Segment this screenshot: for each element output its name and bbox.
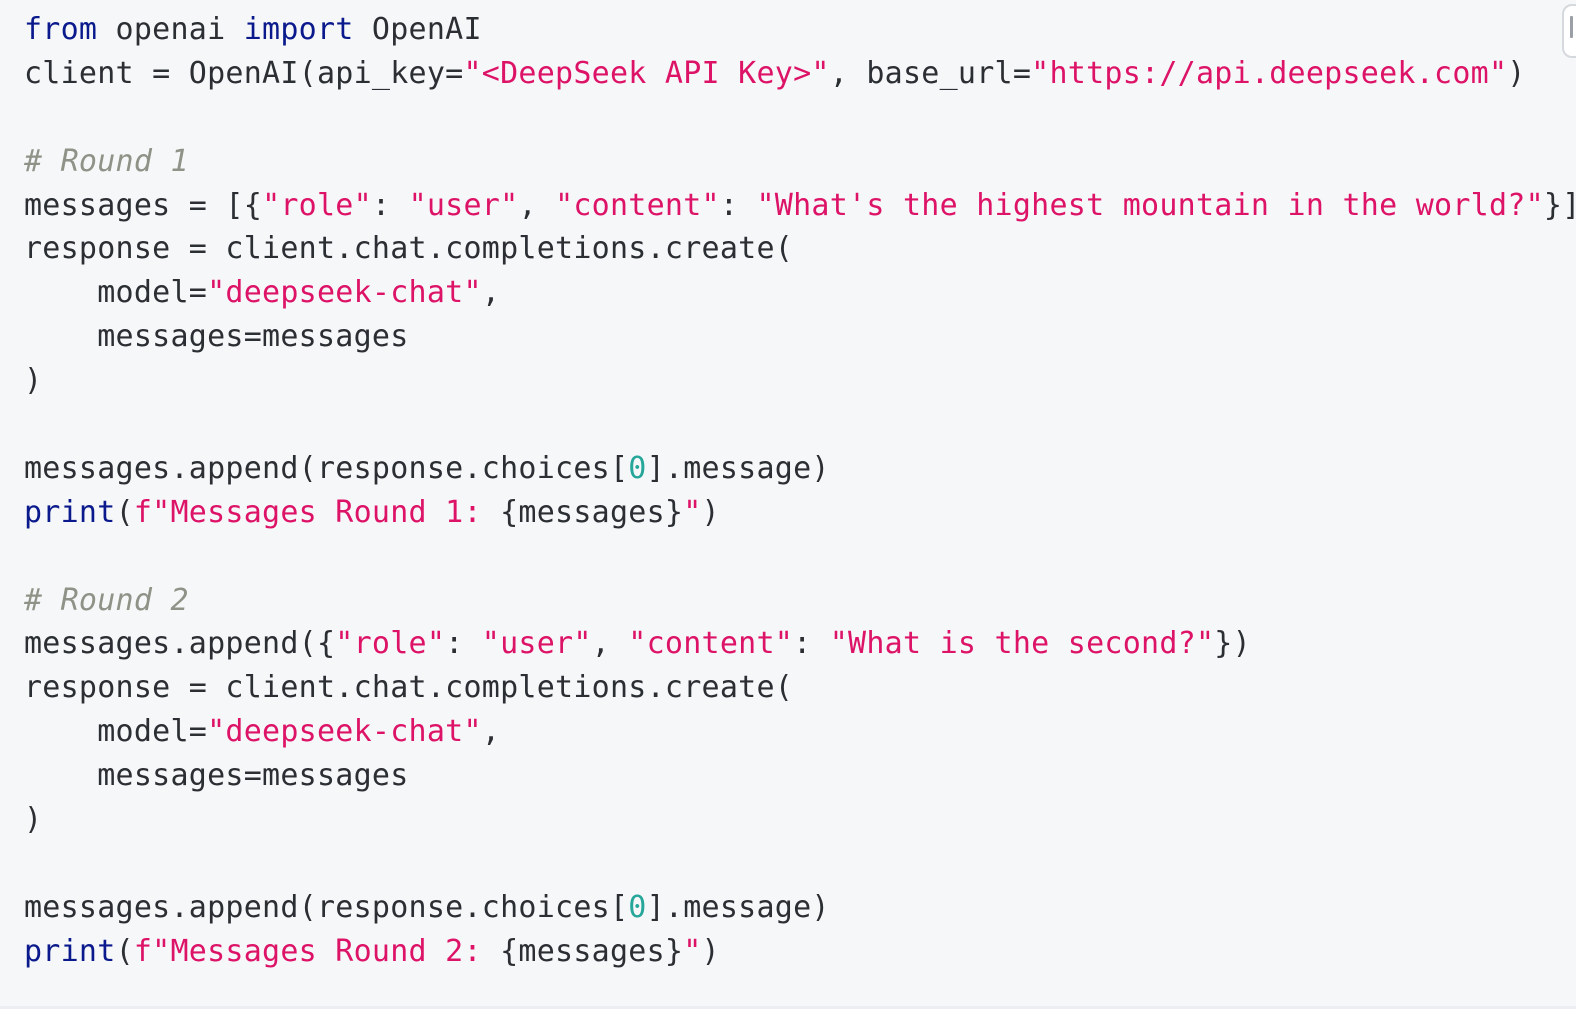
code-token-builtin: print xyxy=(24,494,116,530)
code-token-string: "deepseek-chat" xyxy=(207,714,482,750)
code-token-plain: ) xyxy=(24,802,43,838)
code-token-string: "content" xyxy=(628,626,794,662)
code-line xyxy=(24,535,1576,579)
code-token-plain: ) xyxy=(701,933,720,969)
code-token-plain: messages = [{ xyxy=(24,187,263,223)
code-line: client = OpenAI(api_key="<DeepSeek API K… xyxy=(24,52,1576,96)
code-token-plain: : xyxy=(793,626,830,662)
code-token-plain: : xyxy=(719,187,757,223)
code-token-plain: {messages} xyxy=(500,494,684,530)
code-token-plain: client = OpenAI(api_key= xyxy=(24,55,464,91)
code-line: messages=messages xyxy=(24,315,1576,359)
code-token-plain: , base_url= xyxy=(829,55,1032,91)
code-line: response = client.chat.completions.creat… xyxy=(24,666,1576,710)
code-line: print(f"Messages Round 1: {messages}") xyxy=(24,491,1576,535)
code-token-plain: messages.append(response.choices[ xyxy=(24,450,629,486)
code-token-plain: , xyxy=(591,626,629,662)
code-token-plain: : xyxy=(445,626,482,662)
code-token-plain: ) xyxy=(24,363,43,399)
code-line: messages.append(response.choices[0].mess… xyxy=(24,886,1576,930)
code-token-string: f"Messages Round 1: xyxy=(133,494,501,530)
code-token-plain: ) xyxy=(1507,55,1526,91)
code-token-plain: ].message) xyxy=(646,889,830,925)
code-token-plain: , xyxy=(518,187,556,223)
code-token-plain: messages.append({ xyxy=(24,626,336,662)
code-token-string: f"Messages Round 2: xyxy=(133,933,501,969)
code-line: messages=messages xyxy=(24,754,1576,798)
code-token-plain: messages.append(response.choices[ xyxy=(24,889,629,925)
code-token-string: "<DeepSeek API Key>" xyxy=(463,55,830,91)
code-line: # Round 1 xyxy=(24,140,1576,184)
code-token-keyword: import xyxy=(243,12,354,47)
code-token-string: "What is the second?" xyxy=(829,626,1215,662)
code-line: from openai import OpenAI xyxy=(24,8,1576,52)
code-token-string: "user" xyxy=(481,626,592,662)
code-token-string: "user" xyxy=(408,187,519,223)
code-token-string: "role" xyxy=(262,187,372,223)
code-token-plain: openai xyxy=(97,12,244,47)
copy-code-button[interactable] xyxy=(1562,4,1576,58)
code-line: model="deepseek-chat", xyxy=(24,710,1576,754)
code-token-plain: response = client.chat.completions.creat… xyxy=(24,670,794,706)
code-token-plain: OpenAI xyxy=(353,12,482,47)
code-line: ) xyxy=(24,798,1576,842)
code-token-plain: messages=messages xyxy=(24,319,409,355)
code-token-plain: , xyxy=(481,714,501,750)
code-token-plain: model= xyxy=(24,275,208,311)
code-line: response = client.chat.completions.creat… xyxy=(24,227,1576,271)
code-line: print(f"Messages Round 2: {messages}") xyxy=(24,930,1576,974)
code-token-plain: ( xyxy=(115,933,134,969)
code-token-number: 0 xyxy=(628,450,647,486)
code-line: model="deepseek-chat", xyxy=(24,271,1576,315)
code-line xyxy=(24,842,1576,886)
code-line xyxy=(24,96,1576,140)
code-line: messages = [{"role": "user", "content": … xyxy=(24,184,1576,228)
code-token-string: "deepseek-chat" xyxy=(207,275,482,311)
code-token-plain: ].message) xyxy=(646,450,830,486)
code-token-plain: ( xyxy=(115,494,134,530)
code-line: ) xyxy=(24,359,1576,403)
code-token-string: "What's the highest mountain in the worl… xyxy=(756,187,1544,223)
code-token-string: " xyxy=(683,494,702,530)
code-token-plain: response = client.chat.completions.creat… xyxy=(24,231,794,267)
code-token-string: " xyxy=(683,933,702,969)
code-token-string: "role" xyxy=(335,626,446,662)
copy-icon xyxy=(1570,16,1573,38)
code-line: messages.append({"role": "user", "conten… xyxy=(24,622,1576,666)
code-line xyxy=(24,403,1576,447)
code-token-plain: {messages} xyxy=(500,933,684,969)
code-token-keyword: from xyxy=(24,12,98,47)
code-token-plain: }] xyxy=(1543,187,1576,223)
code-token-plain: }) xyxy=(1214,626,1251,662)
code-line: # Round 2 xyxy=(24,579,1576,623)
code-line: messages.append(response.choices[0].mess… xyxy=(24,447,1576,491)
code-token-comment: # Round 1 xyxy=(24,143,189,179)
code-token-plain: ) xyxy=(701,494,720,530)
code-token-number: 0 xyxy=(628,889,647,925)
code-token-plain: : xyxy=(371,187,409,223)
code-token-string: "content" xyxy=(555,187,720,223)
code-token-string: "https://api.deepseek.com" xyxy=(1031,55,1508,91)
code-token-builtin: print xyxy=(24,933,116,969)
code-token-plain: , xyxy=(481,275,501,311)
code-token-comment: # Round 2 xyxy=(24,582,189,618)
code-token-plain: messages=messages xyxy=(24,758,409,794)
code-token-plain: model= xyxy=(24,714,208,750)
